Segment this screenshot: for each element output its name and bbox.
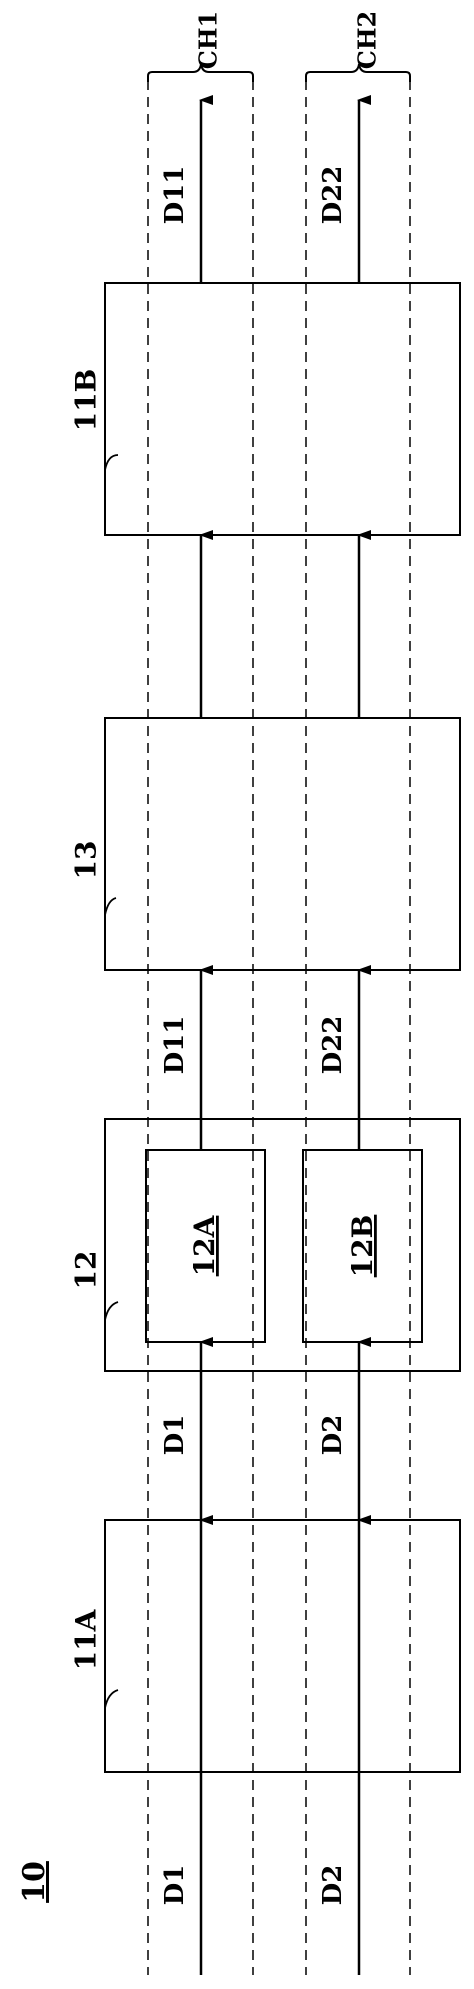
ch1-brace [147,63,254,82]
signal-final-2: D22 [318,166,348,225]
ch1-label: CH1 [194,11,223,69]
channel-dashed-lines [147,80,411,1975]
signal-input-2: D2 [318,1865,348,1906]
block-12 [104,1118,461,1372]
signal-mid-1: D1 [160,1415,190,1456]
label-11a: 11A [70,1608,103,1670]
label-11b: 11B [70,369,103,432]
leader-12 [104,1301,119,1321]
signal-out12-2: D22 [318,1016,348,1075]
figure-number: 10 [17,1861,52,1903]
label-12a: 12A [188,1214,221,1276]
signal-input-1: D1 [160,1865,190,1906]
label-12b: 12B [346,1215,379,1278]
signal-final-1: D11 [160,166,190,225]
block-13 [104,717,461,971]
leader-11b [104,454,119,471]
block-11b [104,282,461,536]
leader-11a [104,1689,119,1709]
block-11a [104,1519,461,1773]
ch2-brace [305,63,411,82]
label-12: 12 [70,1251,103,1290]
ch2-label: CH2 [353,11,382,69]
signal-out12-1: D11 [160,1016,190,1075]
leader-13 [104,897,117,916]
signal-mid-2: D2 [318,1415,348,1456]
label-13: 13 [70,841,103,880]
